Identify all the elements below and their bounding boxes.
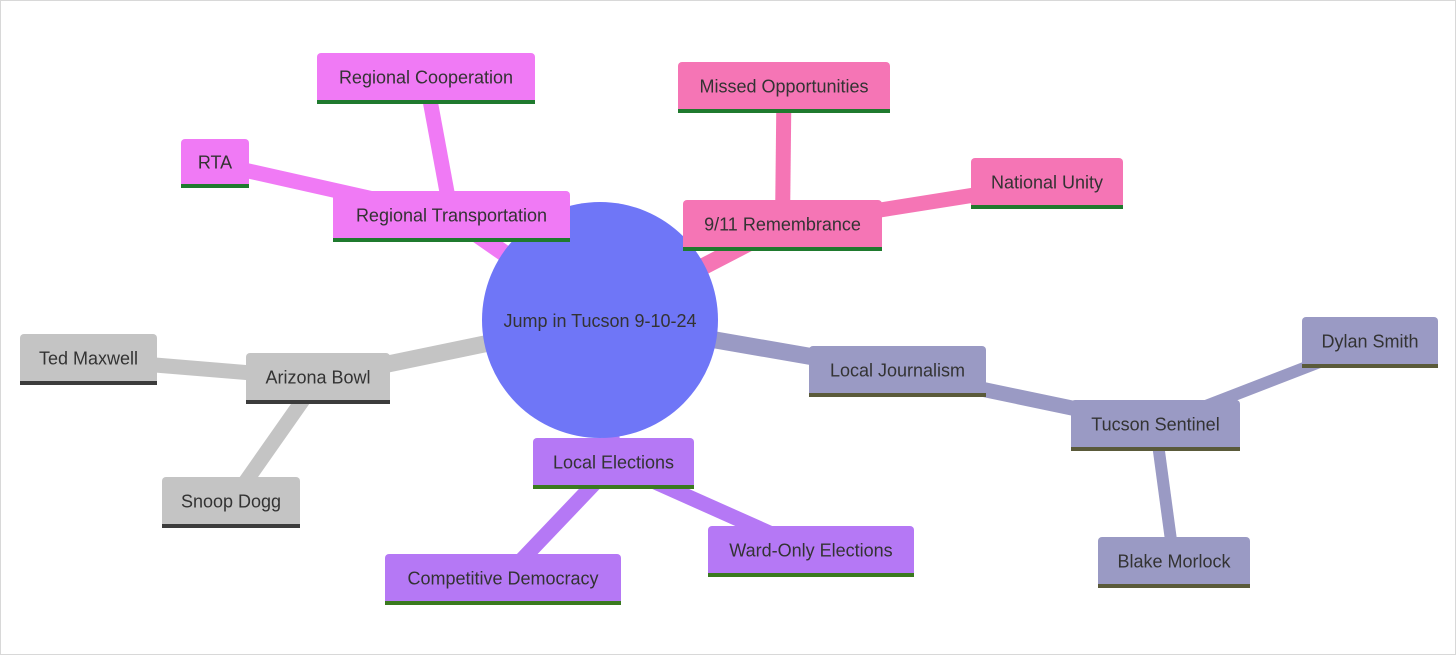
node-ward-only-elections-underline xyxy=(708,573,914,577)
node-rta-box xyxy=(181,139,249,188)
node-rta-label: RTA xyxy=(198,153,232,173)
node-missed-opportunities-label: Missed Opportunities xyxy=(699,77,868,97)
node-remembrance-label: 9/11 Remembrance xyxy=(704,215,861,235)
node-blake-morlock: Blake Morlock xyxy=(1098,537,1250,588)
node-arizona-bowl-box xyxy=(246,353,390,404)
node-national-unity-box xyxy=(971,158,1123,209)
node-ted-maxwell: Ted Maxwell xyxy=(20,334,157,385)
node-national-unity-label: National Unity xyxy=(991,173,1103,193)
node-competitive-democracy-box xyxy=(385,554,621,605)
node-snoop-dogg-box xyxy=(162,477,300,528)
node-national-unity-underline xyxy=(971,205,1123,209)
node-snoop-dogg-label: Snoop Dogg xyxy=(181,492,281,512)
node-ward-only-elections: Ward-Only Elections xyxy=(708,526,914,577)
node-local-journalism-box xyxy=(809,346,986,397)
node-snoop-dogg: Snoop Dogg xyxy=(162,477,300,528)
node-ward-only-elections-box xyxy=(708,526,914,577)
node-dylan-smith-label: Dylan Smith xyxy=(1321,332,1418,352)
node-regional-transportation-label: Regional Transportation xyxy=(356,206,547,226)
node-local-elections-underline xyxy=(533,485,694,489)
node-dylan-smith: Dylan Smith xyxy=(1302,317,1438,368)
node-dylan-smith-underline xyxy=(1302,364,1438,368)
node-missed-opportunities-underline xyxy=(678,109,890,113)
node-arizona-bowl-underline xyxy=(246,400,390,404)
node-local-journalism-label: Local Journalism xyxy=(830,361,965,381)
node-tucson-sentinel: Tucson Sentinel xyxy=(1071,400,1240,451)
node-local-elections-label: Local Elections xyxy=(553,453,674,473)
node-blake-morlock-label: Blake Morlock xyxy=(1117,552,1231,572)
node-rta: RTA xyxy=(181,139,249,188)
node-regional-cooperation-label: Regional Cooperation xyxy=(339,68,513,88)
node-local-journalism: Local Journalism xyxy=(809,346,986,397)
node-remembrance: 9/11 Remembrance xyxy=(683,200,882,251)
node-dylan-smith-box xyxy=(1302,317,1438,368)
node-remembrance-box xyxy=(683,200,882,251)
node-missed-opportunities: Missed Opportunities xyxy=(678,62,890,113)
node-remembrance-underline xyxy=(683,247,882,251)
node-arizona-bowl: Arizona Bowl xyxy=(246,353,390,404)
root-node-circle xyxy=(482,202,718,438)
mind-map-nodes: Regional Transportation Regional Cooperat… xyxy=(20,53,1438,605)
node-regional-cooperation-box xyxy=(317,53,535,104)
node-local-elections-box xyxy=(533,438,694,489)
root-node: Jump in Tucson 9-10-24 xyxy=(482,202,718,438)
node-regional-cooperation-underline xyxy=(317,100,535,104)
node-missed-opportunities-box xyxy=(678,62,890,113)
node-tucson-sentinel-underline xyxy=(1071,447,1240,451)
node-local-journalism-underline xyxy=(809,393,986,397)
node-blake-morlock-underline xyxy=(1098,584,1250,588)
node-arizona-bowl-label: Arizona Bowl xyxy=(265,368,370,388)
node-ted-maxwell-box xyxy=(20,334,157,385)
node-local-elections: Local Elections xyxy=(533,438,694,489)
node-tucson-sentinel-box xyxy=(1071,400,1240,451)
node-tucson-sentinel-label: Tucson Sentinel xyxy=(1091,415,1219,435)
node-ted-maxwell-underline xyxy=(20,381,157,385)
node-regional-cooperation: Regional Cooperation xyxy=(317,53,535,104)
node-competitive-democracy: Competitive Democracy xyxy=(385,554,621,605)
node-national-unity: National Unity xyxy=(971,158,1123,209)
node-regional-transportation: Regional Transportation xyxy=(333,191,570,242)
node-rta-underline xyxy=(181,184,249,188)
node-snoop-dogg-underline xyxy=(162,524,300,528)
node-blake-morlock-box xyxy=(1098,537,1250,588)
node-competitive-democracy-label: Competitive Democracy xyxy=(407,569,598,589)
node-competitive-democracy-underline xyxy=(385,601,621,605)
node-ted-maxwell-label: Ted Maxwell xyxy=(39,349,138,369)
node-ward-only-elections-label: Ward-Only Elections xyxy=(729,541,892,561)
node-regional-transportation-box xyxy=(333,191,570,242)
node-regional-transportation-underline xyxy=(333,238,570,242)
root-node-label: Jump in Tucson 9-10-24 xyxy=(503,311,696,331)
